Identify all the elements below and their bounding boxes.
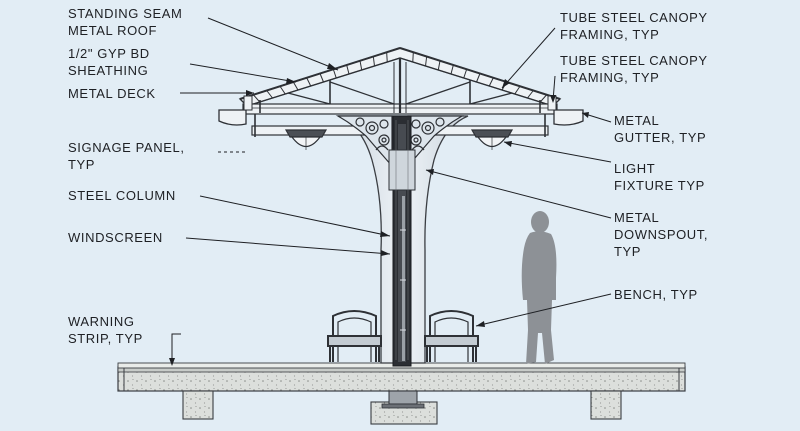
light-fixture-right — [470, 129, 514, 150]
person-silhouette — [521, 211, 557, 364]
column-footing — [370, 390, 438, 425]
label-warning-strip: WARNING STRIP, TYP — [68, 314, 143, 346]
label-tube-steel-canopy-framing-2: TUBE STEEL CANOPY FRAMING, TYP — [560, 53, 708, 85]
bench-right — [424, 310, 479, 362]
label-signage-panel: SIGNAGE PANEL, TYP — [68, 140, 185, 172]
roof-seam — [292, 81, 299, 91]
roof-seam — [425, 56, 428, 67]
roof-seam — [514, 85, 521, 95]
roof-seam — [306, 77, 312, 87]
label-standing-seam-metal-roof: STANDING SEAM METAL ROOF — [68, 6, 183, 38]
label-metal-downspout: METAL DOWNSPOUT, TYP — [614, 210, 709, 259]
label-steel-column: STEEL COLUMN — [68, 188, 176, 203]
canopy-framing-truss — [242, 58, 558, 115]
roof-seam — [319, 73, 324, 83]
roof-seam — [359, 60, 363, 71]
label-gyp-bd-sheathing: 1/2" GYP BD SHEATHING — [68, 46, 150, 78]
roof-seam — [386, 52, 388, 63]
windscreen — [400, 196, 406, 361]
roof-seam — [252, 94, 261, 103]
roof-seam — [266, 90, 273, 99]
platform-slab — [117, 366, 686, 392]
label-bench: BENCH, TYP — [614, 287, 698, 302]
roof-seam — [332, 69, 337, 79]
foundation-beams — [182, 390, 622, 420]
roof-seam — [279, 85, 286, 95]
metal-gutter — [218, 95, 584, 126]
roof-seam — [450, 64, 454, 75]
roof-seam — [488, 77, 494, 87]
leader-arrowheads — [169, 63, 589, 366]
label-tube-steel-canopy-framing-1: TUBE STEEL CANOPY FRAMING, TYP — [560, 10, 708, 42]
roof-seam — [463, 69, 468, 79]
roof-seam — [539, 94, 548, 103]
roof-seam — [412, 52, 414, 63]
bench-left — [327, 310, 382, 362]
roof-seam — [527, 90, 534, 99]
roof-seam — [476, 73, 481, 83]
roof-seam — [372, 56, 375, 67]
label-light-fixture: LIGHT FIXTURE TYP — [614, 161, 705, 193]
leader-lines — [171, 17, 612, 364]
light-fixture-left — [284, 129, 328, 150]
roof-seam — [437, 60, 441, 71]
label-windscreen: WINDSCREEN — [68, 230, 163, 245]
label-metal-gutter: METAL GUTTER, TYP — [614, 113, 707, 145]
roof-seam — [346, 64, 350, 75]
label-metal-deck: METAL DECK — [68, 86, 156, 101]
